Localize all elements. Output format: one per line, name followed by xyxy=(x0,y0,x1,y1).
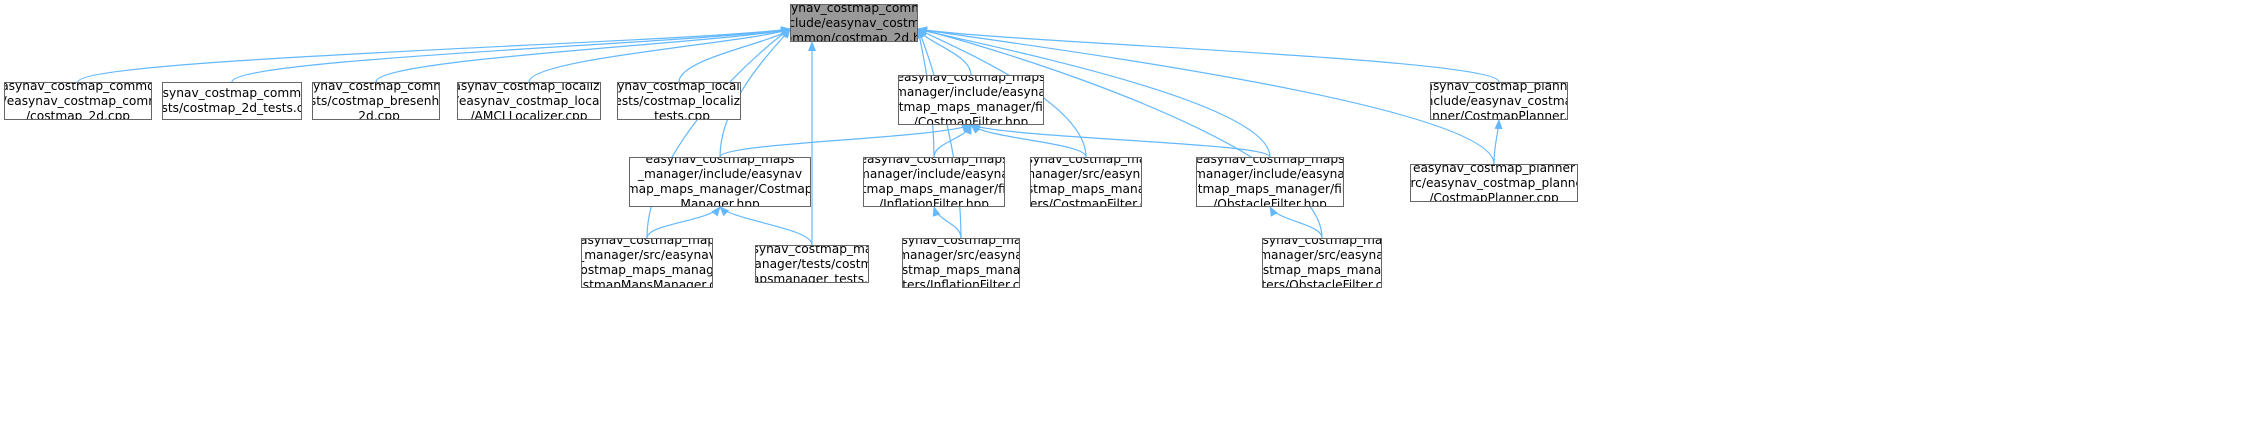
node-line: /CostmapFilter.hpp xyxy=(913,115,1029,125)
node-line: /src/easynav_costmap_planner xyxy=(1410,175,1577,190)
node-amcl-localizer-cpp[interactable]: easynav_costmap_localizer /src/easynav_c… xyxy=(457,82,601,120)
node-line: _manager/include/easynav xyxy=(899,85,1043,99)
node-line: /CostmapMapsManager.cpp xyxy=(582,278,712,288)
edge-n_filter_cpp-to-n_filter_hpp xyxy=(970,124,1087,158)
node-mapsmanager-tests-cpp[interactable]: easynav_costmap_maps _manager/tests/cost… xyxy=(755,245,869,283)
node-line: _manager/tests/costmap xyxy=(755,256,868,271)
edge-n_manager_tests-to-n_manager_hpp xyxy=(719,206,813,246)
edge-n_amcl-to-root xyxy=(528,28,791,83)
node-costmap-bresenham-2d-cpp[interactable]: easynav_costmap_common /tests/costmap_br… xyxy=(312,82,440,120)
node-line: /filters/CostmapFilter.cpp xyxy=(1030,197,1141,207)
edge-n_planner_hpp-to-root xyxy=(917,26,1500,83)
node-line: /CostmapPlanner.cpp xyxy=(1429,190,1559,202)
node-line: /include/easynav_costmap xyxy=(1431,93,1567,108)
edge-n_obstacle_cpp-to-n_obstacle_hpp xyxy=(1269,206,1323,239)
node-line: easynav_costmap_common xyxy=(5,82,151,93)
node-line: easynav_costmap_common xyxy=(313,82,439,93)
node-line: _manager/include/easynav xyxy=(864,167,1004,181)
node-line: /costmap_2d.cpp xyxy=(25,108,131,120)
node-line: _tests.cpp xyxy=(648,108,710,120)
node-line: easynav_costmap_common xyxy=(162,86,302,100)
edge-n_manager_cpp-to-n_manager_hpp xyxy=(646,206,721,239)
node-line: _costmap_maps_manager/filters xyxy=(898,100,1043,114)
node-line: easynav_costmap_maps xyxy=(1031,157,1141,166)
node-costmap-filter-cpp[interactable]: easynav_costmap_maps _manager/src/easyna… xyxy=(1030,157,1142,207)
node-line: /include/easynav_costmap xyxy=(790,15,917,30)
node-line: _manager/src/easynav xyxy=(1031,167,1141,181)
node-line: /src/easynav_costmap_localizer xyxy=(458,93,601,108)
node-line: _2d.cpp xyxy=(352,108,400,120)
node-costmap-2d-cpp[interactable]: easynav_costmap_common /src/easynav_cost… xyxy=(4,82,152,120)
node-line: easynav_costmap_maps xyxy=(902,238,1019,247)
node-line: _planner/CostmapPlanner.hpp xyxy=(1431,108,1568,120)
node-line: _manager/src/easynav xyxy=(581,248,713,262)
node-line: /tests/costmap_localizer xyxy=(618,93,741,108)
node-line: /filters/InflationFilter.cpp xyxy=(902,278,1020,288)
node-costmap-2d-tests-cpp[interactable]: easynav_costmap_common /tests/costmap_2d… xyxy=(162,82,302,120)
node-line: easynav_costmap_planner xyxy=(1412,164,1576,175)
node-line: _manager/include/easynav xyxy=(637,167,803,181)
node-root-costmap-2d-hpp[interactable]: easynav_costmap_common /include/easynav_… xyxy=(790,4,918,42)
node-line: _costmap_maps_manager/filters xyxy=(864,182,1004,196)
edge-n_planner_cpp-to-root xyxy=(917,26,1495,165)
node-inflation-filter-hpp[interactable]: easynav_costmap_maps _manager/include/ea… xyxy=(863,157,1005,207)
node-line: easynav_costmap_maps xyxy=(863,157,1005,166)
node-costmap-localizer-tests-cpp[interactable]: easynav_costmap_localizer /tests/costmap… xyxy=(617,82,741,120)
edge-n_obstacle_hpp-to-n_filter_hpp xyxy=(970,123,1271,158)
node-line: easynav_costmap_localizer xyxy=(617,82,740,93)
node-costmap-planner-cpp[interactable]: easynav_costmap_planner /src/easynav_cos… xyxy=(1410,164,1578,202)
node-line: easynav_costmap_maps xyxy=(1196,157,1344,166)
edge-n_planner_cpp-to-n_planner_hpp xyxy=(1493,119,1503,165)
node-line: /tests/costmap_bresenham xyxy=(313,93,440,108)
node-obstacle-filter-hpp[interactable]: easynav_costmap_maps _manager/include/ea… xyxy=(1196,157,1344,207)
node-line: easynav_costmap_maps xyxy=(898,75,1044,84)
node-costmap-planner-hpp[interactable]: easynav_costmap_planner /include/easynav… xyxy=(1430,82,1568,120)
node-line: _costmap_maps_manager xyxy=(1262,263,1382,277)
node-line: _costmap_maps_manager/CostmapMaps xyxy=(630,182,810,196)
node-line: /tests/costmap_2d_tests.cpp xyxy=(162,101,301,115)
node-costmap-maps-manager-cpp[interactable]: easynav_costmap_maps _manager/src/easyna… xyxy=(581,238,713,288)
node-inflation-filter-cpp[interactable]: easynav_costmap_maps _manager/src/easyna… xyxy=(902,238,1020,288)
edge-n_bresenham-to-root xyxy=(375,27,791,83)
node-line: easynav_costmap_maps xyxy=(582,238,712,247)
node-line: _mapsmanager_tests.cpp xyxy=(756,271,868,283)
node-costmap-filter-hpp[interactable]: easynav_costmap_maps _manager/include/ea… xyxy=(898,75,1044,125)
node-obstacle-filter-cpp[interactable]: easynav_costmap_maps _manager/src/easyna… xyxy=(1262,238,1382,288)
node-line: /AMCLLocalizer.cpp xyxy=(470,108,588,120)
node-line: _costmap_maps_manager/filters xyxy=(1197,182,1344,196)
node-line: /ObstacleFilter.hpp xyxy=(1213,197,1327,207)
node-line: easynav_costmap_maps xyxy=(645,157,795,166)
node-line: _common/costmap_2d.hpp xyxy=(791,30,917,42)
node-costmap-maps-manager-hpp[interactable]: easynav_costmap_maps _manager/include/ea… xyxy=(629,157,811,207)
node-line: Manager.hpp xyxy=(680,197,760,207)
node-line: easynav_costmap_maps xyxy=(756,245,868,256)
node-line: /src/easynav_costmap_common xyxy=(5,93,151,108)
node-line: easynav_costmap_planner xyxy=(1431,82,1568,93)
edge-n_obstacle_hpp-to-root xyxy=(917,27,1271,158)
edge-n_inflation_hpp-to-n_filter_hpp xyxy=(933,124,972,158)
node-line: _costmap_maps_manager xyxy=(902,263,1020,277)
node-line: easynav_costmap_common xyxy=(791,4,917,15)
node-line: _costmap_maps_manager xyxy=(581,263,712,277)
edge-n_manager_hpp-to-n_filter_hpp xyxy=(719,124,972,158)
edge-n_costmap2d_cpp-to-root xyxy=(77,26,791,83)
node-line: easynav_costmap_localizer xyxy=(458,82,600,93)
node-line: /InflationFilter.hpp xyxy=(878,197,990,207)
node-line: _costmap_maps_manager xyxy=(1031,182,1141,196)
node-line: _manager/src/easynav xyxy=(1263,248,1381,262)
node-line: /filters/ObstacleFilter.cpp xyxy=(1262,278,1382,288)
node-line: easynav_costmap_maps xyxy=(1262,238,1382,247)
node-line: _manager/src/easynav xyxy=(903,248,1019,262)
node-line: _manager/include/easynav xyxy=(1196,167,1344,181)
edge-n_inflation_cpp-to-n_inflation_hpp xyxy=(932,206,962,239)
edge-n_costmap2d_tests-to-root xyxy=(231,26,791,83)
